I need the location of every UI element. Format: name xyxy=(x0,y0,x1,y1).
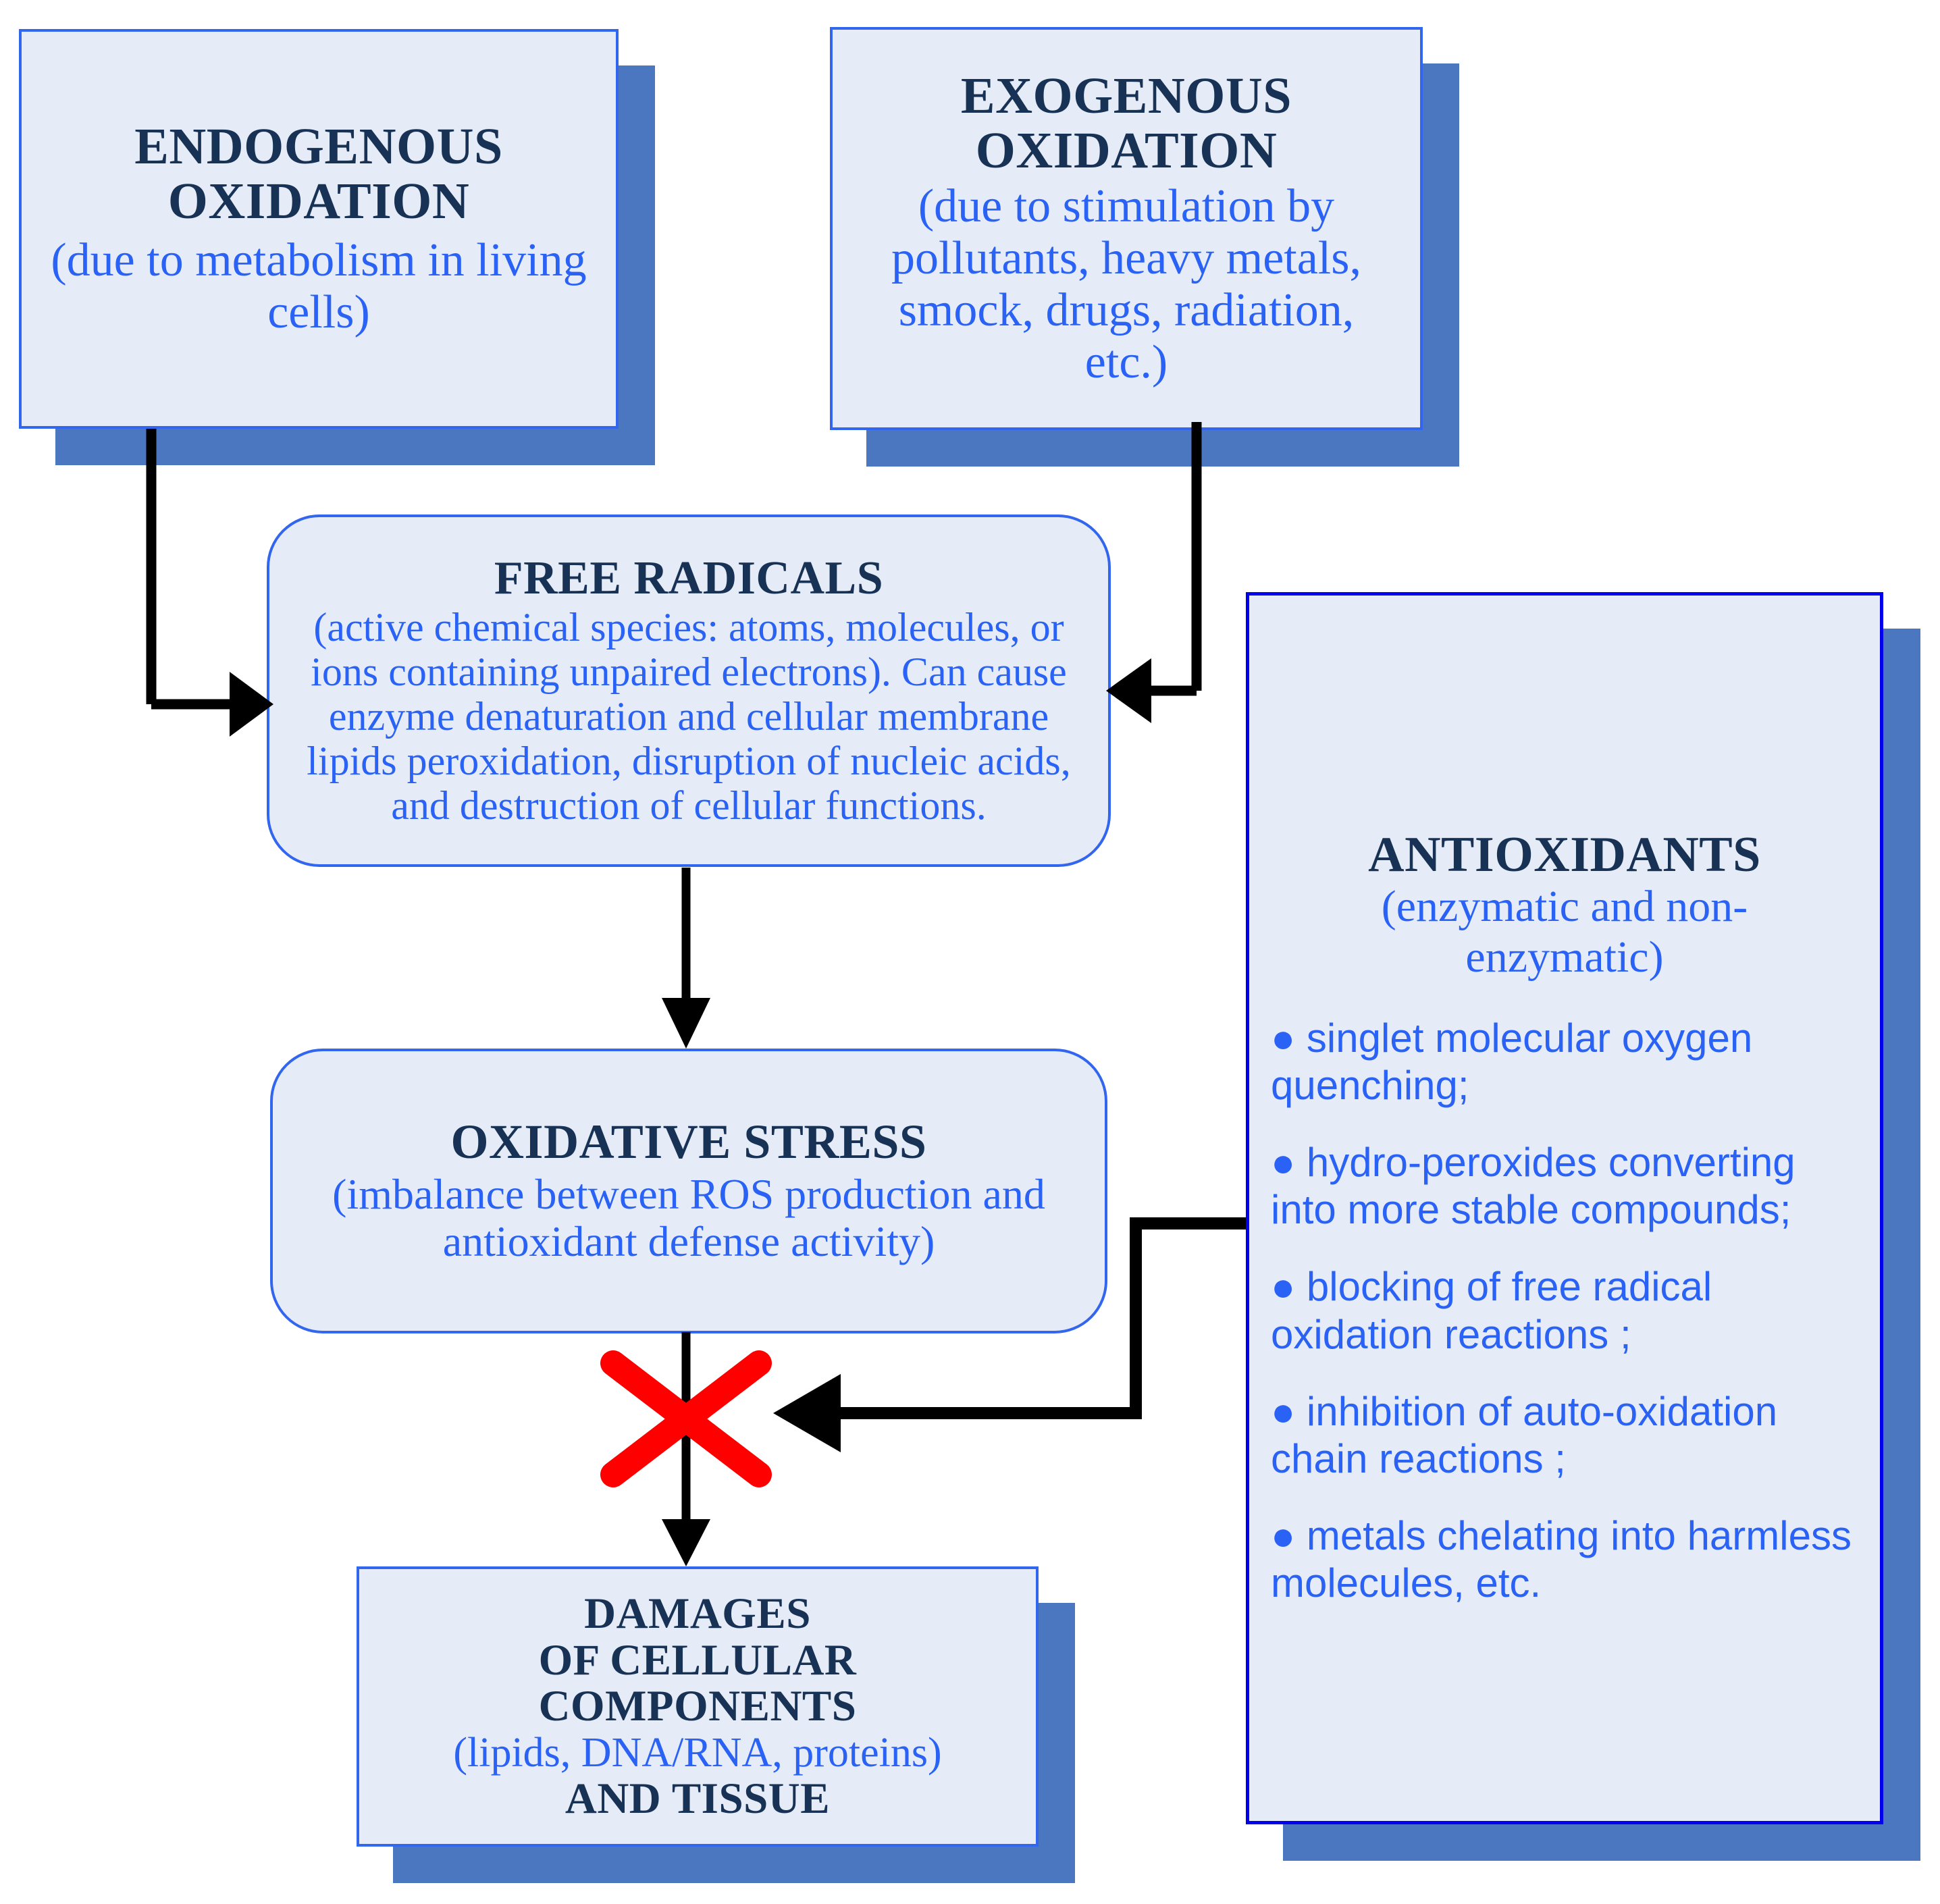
list-item-label: blocking of free radical oxidation react… xyxy=(1271,1264,1712,1357)
free-radicals-heading: FREE RADICALS xyxy=(494,552,884,604)
bullet-icon: ● xyxy=(1271,1264,1296,1310)
antioxidants-subtitle-line2: enzymatic) xyxy=(1465,932,1664,982)
node-free-radicals[interactable]: FREE RADICALS (active chemical species: … xyxy=(267,514,1111,867)
free-radicals-subtitle: (active chemical species: atoms, molecul… xyxy=(307,605,1071,828)
endogenous-heading-line1: ENDOGENOUS xyxy=(134,118,503,176)
list-item: ● singlet molecular oxygen quenching; xyxy=(1271,1015,1860,1109)
edge-exogenous-to-free-radicals xyxy=(1106,422,1202,723)
list-item: ● inhibition of auto-oxidation chain rea… xyxy=(1271,1388,1860,1483)
list-item-label: hydro-peroxides converting into more sta… xyxy=(1271,1140,1795,1233)
oxidative-stress-heading: OXIDATIVE STRESS xyxy=(450,1115,927,1169)
node-antioxidants[interactable]: ANTIOXIDANTS (enzymatic and non- enzymat… xyxy=(1246,592,1883,1824)
edge-oxidative-stress-to-damages xyxy=(662,1332,710,1566)
list-item: ● hydro-peroxides converting into more s… xyxy=(1271,1139,1860,1234)
oxidative-stress-subtitle: (imbalance between ROS production and an… xyxy=(332,1169,1045,1266)
bullet-icon: ● xyxy=(1271,1140,1296,1185)
damages-heading-line4: AND TISSUE xyxy=(565,1774,831,1824)
antioxidants-subtitle-line1: (enzymatic and non- xyxy=(1381,882,1748,932)
red-cross-block-icon xyxy=(600,1350,772,1487)
node-endogenous-oxidation[interactable]: ENDOGENOUS OXIDATION (due to metabolism … xyxy=(19,29,619,429)
damages-heading-line1: DAMAGES xyxy=(584,1589,811,1638)
edge-endogenous-to-free-radicals xyxy=(146,429,273,737)
damages-heading-line3: COMPONENTS xyxy=(538,1682,857,1731)
list-item-label: singlet molecular oxygen quenching; xyxy=(1271,1015,1753,1108)
bullet-icon: ● xyxy=(1271,1513,1296,1559)
exogenous-heading-line1: EXOGENOUS xyxy=(960,67,1292,124)
list-item-label: inhibition of auto-oxidation chain react… xyxy=(1271,1388,1778,1481)
list-item-label: metals chelating into harmless molecules… xyxy=(1271,1513,1852,1606)
endogenous-subtitle: (due to metabolism in living cells) xyxy=(51,234,587,338)
node-exogenous-oxidation[interactable]: EXOGENOUS OXIDATION (due to stimulation … xyxy=(830,27,1423,430)
antioxidants-header: ANTIOXIDANTS (enzymatic and non- enzymat… xyxy=(1249,828,1880,982)
exogenous-heading-line2: OXIDATION xyxy=(975,122,1278,179)
bullet-icon: ● xyxy=(1271,1388,1296,1434)
list-item: ● blocking of free radical oxidation rea… xyxy=(1271,1263,1860,1358)
node-oxidative-stress[interactable]: OXIDATIVE STRESS (imbalance between ROS … xyxy=(270,1049,1107,1333)
exogenous-subtitle: (due to stimulation by pollutants, heavy… xyxy=(891,180,1361,389)
damages-heading-line2: OF CELLULAR xyxy=(538,1635,857,1685)
antioxidants-bullet-list: ● singlet molecular oxygen quenching; ● … xyxy=(1249,982,1880,1608)
endogenous-heading-line2: OXIDATION xyxy=(167,173,470,230)
damages-subtitle: (lipids, DNA/RNA, proteins) xyxy=(453,1730,942,1776)
list-item: ● metals chelating into harmless molecul… xyxy=(1271,1512,1860,1607)
bullet-icon: ● xyxy=(1271,1015,1296,1061)
edge-free-radicals-to-oxidative-stress xyxy=(662,868,710,1049)
node-damages-of-cellular-components[interactable]: DAMAGES OF CELLULAR COMPONENTS (lipids, … xyxy=(357,1566,1039,1847)
antioxidants-heading: ANTIOXIDANTS xyxy=(1368,827,1761,882)
